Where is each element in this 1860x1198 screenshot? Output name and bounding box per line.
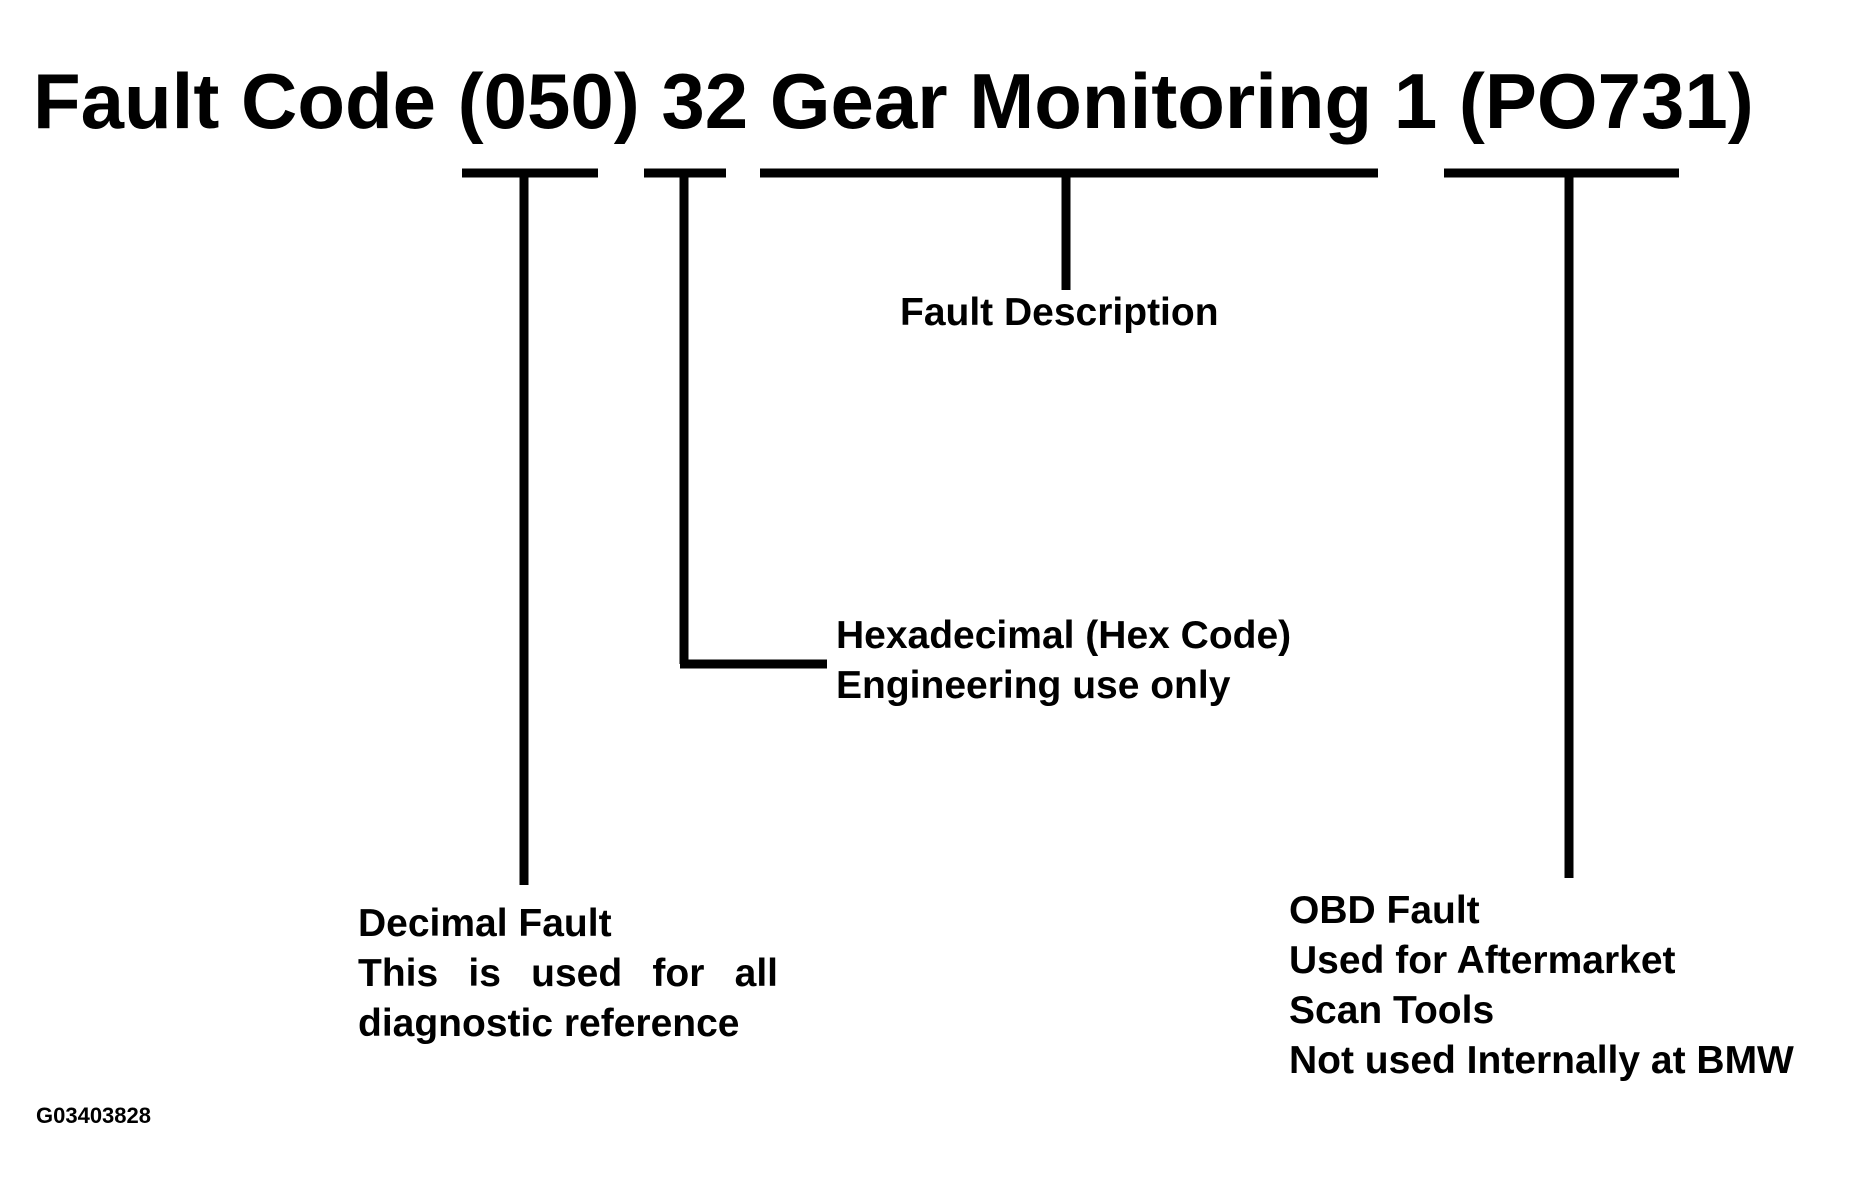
decimal-line-1: Decimal Fault [358, 902, 612, 945]
hexadecimal-line-2: Engineering use only [836, 664, 1231, 707]
obd-label: OBD Fault Used for Aftermarket Scan Tool… [1289, 886, 1794, 1086]
figure-id: G03403828 [36, 1103, 151, 1128]
obd-line-4: Not used Internally at BMW [1289, 1039, 1794, 1082]
fault-description-label: Fault Description [900, 288, 1219, 338]
decimal-line-2: This is used for all [358, 952, 778, 995]
obd-line-2: Used for Aftermarket [1289, 939, 1676, 982]
obd-line-3: Scan Tools [1289, 989, 1495, 1032]
obd-line-1: OBD Fault [1289, 889, 1480, 932]
hexadecimal-line-1: Hexadecimal (Hex Code) [836, 614, 1292, 657]
decimal-label: Decimal Fault This is used for all diagn… [358, 899, 778, 1049]
diagram-title: Fault Code (050) 32 Gear Monitoring 1 (P… [33, 57, 1754, 145]
decimal-line-3: diagnostic reference [358, 1002, 740, 1045]
fault-description-line-1: Fault Description [900, 291, 1219, 334]
hexadecimal-label: Hexadecimal (Hex Code) Engineering use o… [836, 611, 1291, 711]
